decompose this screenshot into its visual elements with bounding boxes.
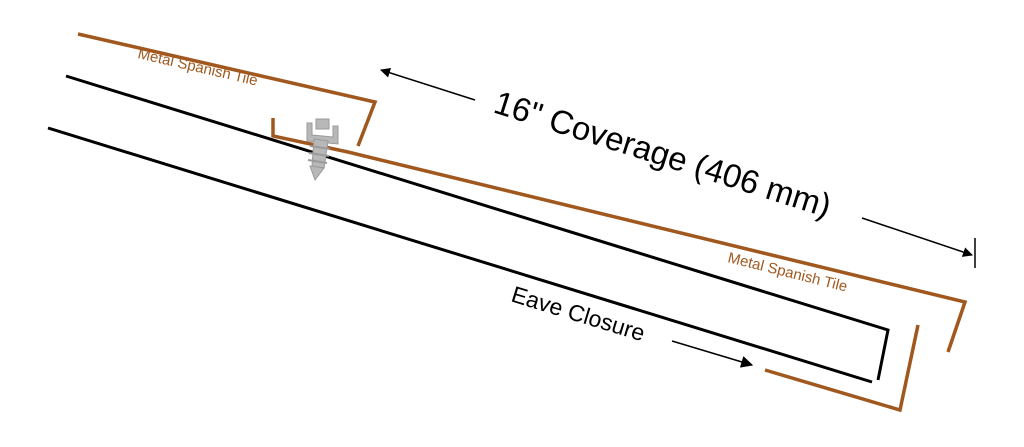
tile-upper-label: Metal Spanish Tile <box>136 45 259 89</box>
coverage-arrow-left <box>380 67 476 101</box>
tile-lower-label: Metal Spanish Tile <box>726 249 849 295</box>
coverage-label: 16" Coverage (406 mm) <box>490 83 836 224</box>
tile-lower-top-edge <box>271 118 968 353</box>
screw-fastener-icon <box>306 118 339 182</box>
tile-upper-outline <box>77 32 378 147</box>
tile-lower-drip-edge <box>764 324 920 413</box>
coverage-arrow-right <box>861 217 973 257</box>
roof-deck-line <box>47 126 873 384</box>
eave-closure-arrow <box>671 340 754 368</box>
eave-closure-profile <box>65 74 890 381</box>
